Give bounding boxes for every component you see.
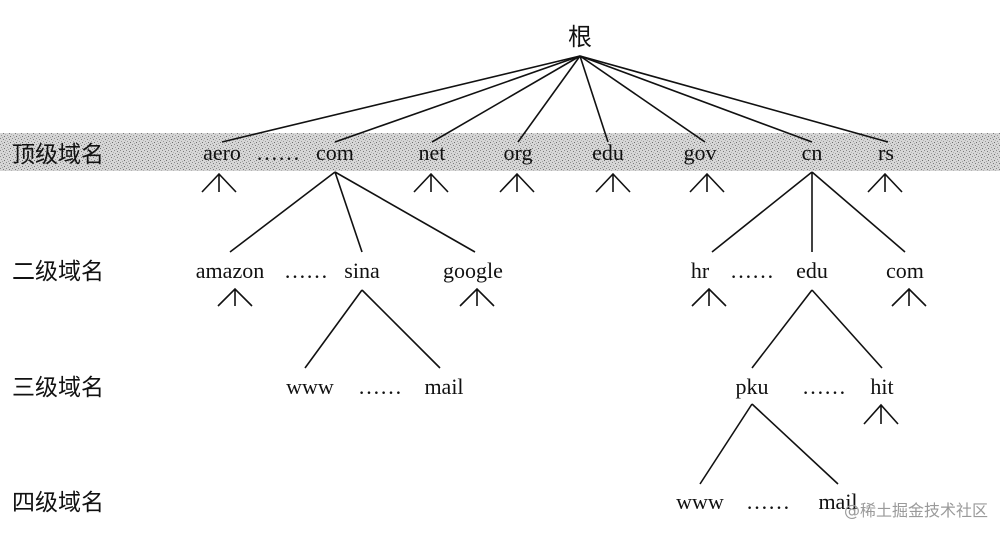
node-cn-edu: edu: [796, 258, 828, 283]
ellipsis-fourth: ……: [746, 489, 790, 514]
node-com: com: [316, 140, 354, 165]
ellipsis-third-left: ……: [358, 374, 402, 399]
node-cn: cn: [802, 140, 823, 165]
level-label-fourth: 四级域名: [12, 490, 104, 516]
level-label-second: 二级域名: [12, 259, 104, 285]
node-hr: hr: [691, 258, 710, 283]
watermark: @稀土掘金技术社区: [844, 501, 988, 520]
ellipsis-top: ……: [256, 140, 300, 165]
top-level-band: [0, 133, 1000, 171]
cn-edges: [711, 171, 906, 253]
node-sina-www: www: [286, 374, 334, 399]
ellipsis-second-right: ……: [730, 258, 774, 283]
node-sina-mail: mail: [424, 374, 463, 399]
node-amazon: amazon: [196, 258, 264, 283]
node-org: org: [504, 140, 533, 165]
com-edges: [229, 171, 476, 253]
level-label-third: 三级域名: [12, 375, 104, 401]
node-google: google: [443, 258, 503, 283]
ellipsis-third-right: ……: [802, 374, 846, 399]
node-pku-www: www: [676, 489, 724, 514]
cn-edu-edges: [751, 289, 883, 369]
node-rs: rs: [878, 140, 894, 165]
node-hit: hit: [870, 374, 893, 399]
root-edges: [221, 55, 889, 143]
level-label-top: 顶级域名: [12, 142, 104, 168]
sina-edges: [304, 289, 441, 369]
node-net: net: [419, 140, 446, 165]
node-aero: aero: [203, 140, 241, 165]
ellipsis-second-left: ……: [284, 258, 328, 283]
node-sina: sina: [344, 258, 380, 283]
pku-edges: [699, 403, 839, 485]
node-cn-com: com: [886, 258, 924, 283]
node-gov: gov: [684, 140, 717, 165]
node-edu: edu: [592, 140, 624, 165]
node-pku: pku: [736, 374, 769, 399]
more-arrows-top: [201, 172, 903, 193]
node-pku-mail: mail: [818, 489, 857, 514]
more-arrows-second: [217, 287, 927, 307]
more-arrow-hit: [863, 403, 899, 425]
root-label: 根: [568, 23, 592, 51]
